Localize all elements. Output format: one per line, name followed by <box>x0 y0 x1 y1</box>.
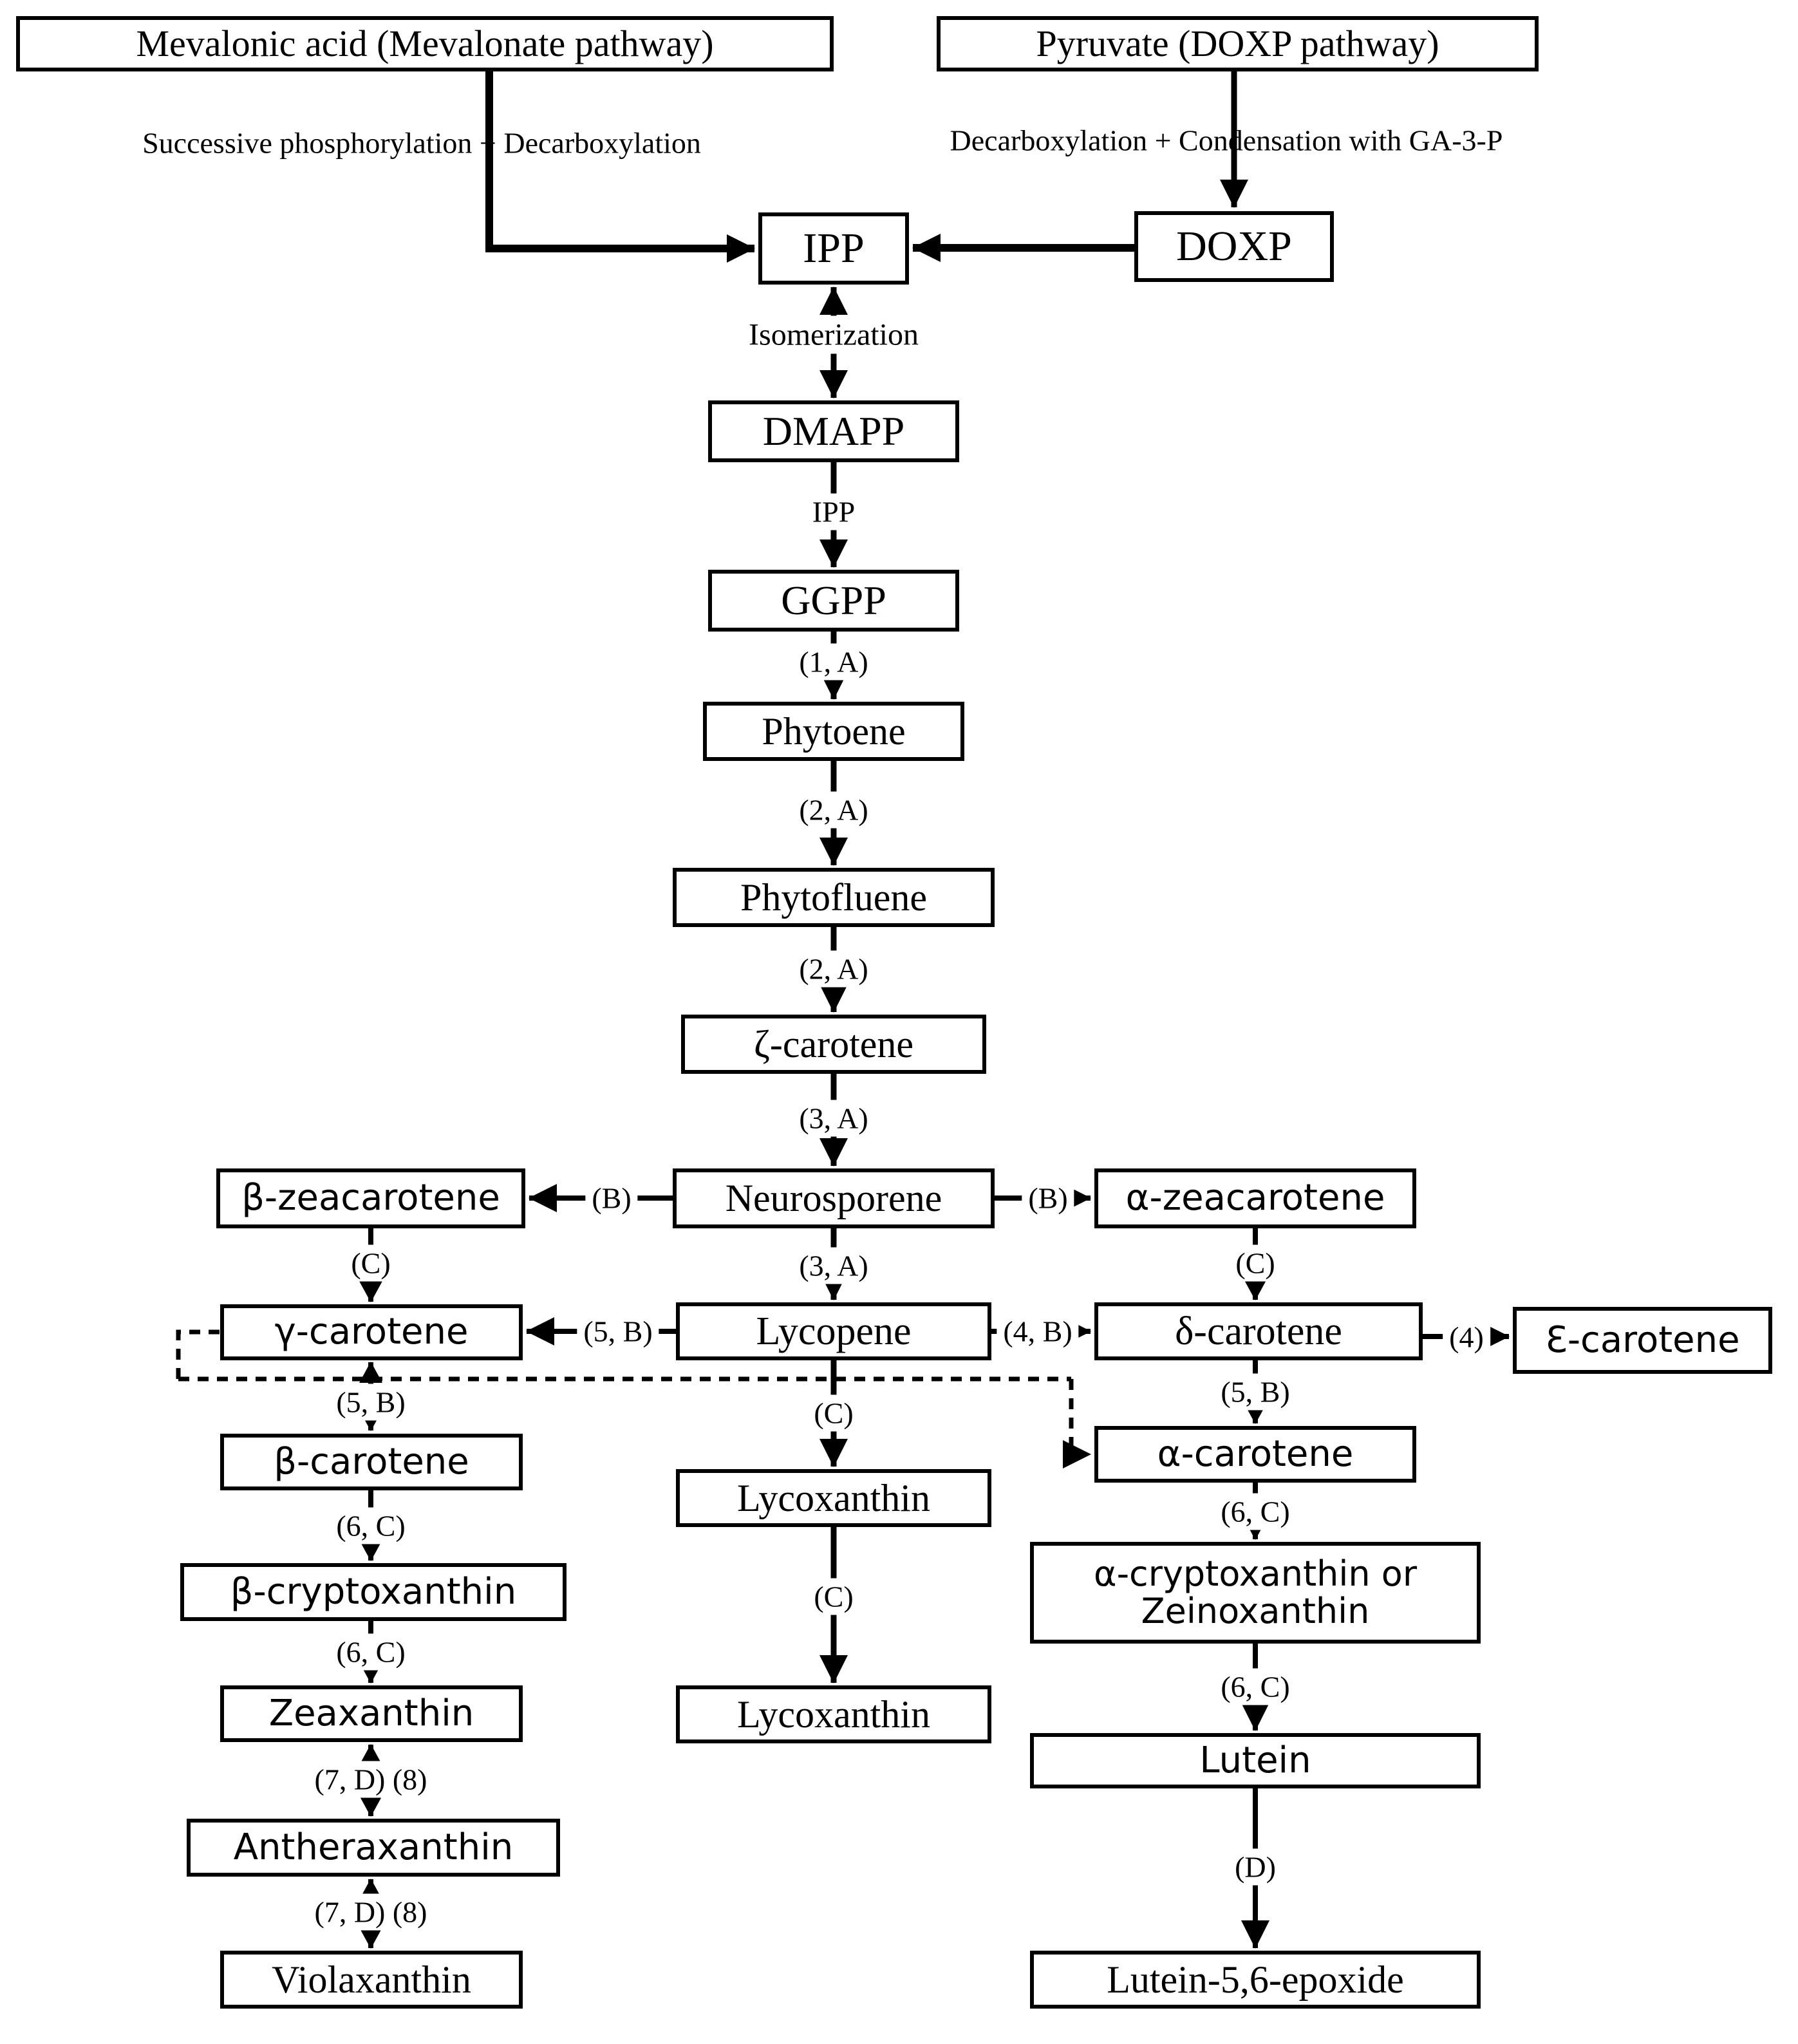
node-beta-zeacarotene: β-zeacarotene <box>216 1168 525 1228</box>
node-gamma-carotene: γ-carotene <box>220 1304 523 1360</box>
label-step-5b-lycopene: (5, B) <box>577 1313 659 1350</box>
node-phytoene: Phytoene <box>703 702 964 761</box>
node-ggpp: GGPP <box>708 570 959 632</box>
node-alpha-zeacarotene: α-zeacarotene <box>1094 1168 1416 1228</box>
label-step-3a-first: (3, A) <box>792 1100 875 1137</box>
label-decarboxylation-condensation: Decarboxylation + Condensation with GA-3… <box>950 124 1503 157</box>
label-step-c-lycoxanthin-second: (C) <box>807 1578 860 1615</box>
node-lycopene: Lycopene <box>676 1302 991 1360</box>
label-step-2a-second: (2, A) <box>792 950 875 988</box>
node-beta-carotene: β-carotene <box>220 1434 523 1490</box>
node-dmapp: DMAPP <box>708 400 959 462</box>
node-zeta-carotene: ζ-carotene <box>681 1015 986 1074</box>
label-step-c-beta-zea: (C) <box>344 1244 397 1282</box>
node-lutein-5-6-epoxide: Lutein-5,6-epoxide <box>1030 1951 1481 2009</box>
dashed-arrow-to-alpha-carotene <box>1063 1379 1091 1468</box>
node-zeaxanthin: Zeaxanthin <box>220 1685 523 1742</box>
label-step-5b-delta: (5, B) <box>1214 1373 1297 1411</box>
label-step-d: (D) <box>1228 1848 1282 1886</box>
label-step-b-left: (B) <box>585 1179 638 1217</box>
label-step-6c-alpha-crypto: (6, C) <box>1214 1668 1297 1705</box>
label-step-4b: (4, B) <box>997 1313 1079 1350</box>
label-step-7d8-zeaxanthin: (7, D) (8) <box>308 1761 434 1798</box>
dashed-loop-to-gamma-carotene <box>176 1329 220 1379</box>
label-step-7d8-antheraxanthin: (7, D) (8) <box>308 1893 434 1931</box>
label-step-c-lycoxanthin-first: (C) <box>807 1394 860 1432</box>
label-step-b-right: (B) <box>1022 1179 1074 1217</box>
label-step-1a: (1, A) <box>792 643 875 680</box>
alpha-cryptoxanthin-line1: α-cryptoxanthin or <box>1093 1553 1418 1594</box>
label-step-2a-first: (2, A) <box>792 791 875 829</box>
node-alpha-cryptoxanthin-or-zeinoxanthin: α-cryptoxanthin or Zeinoxanthin <box>1030 1542 1481 1644</box>
label-step-3a-second: (3, A) <box>792 1247 875 1284</box>
label-ipp-cofactor: IPP <box>805 493 862 530</box>
node-ipp: IPP <box>758 212 909 285</box>
node-lutein: Lutein <box>1030 1733 1481 1788</box>
edge-mevalonic-to-ipp <box>485 71 755 263</box>
label-step-c-alpha-zea: (C) <box>1229 1244 1282 1282</box>
node-delta-carotene: δ-carotene <box>1094 1302 1423 1360</box>
label-step-6c-alpha-carotene: (6, C) <box>1214 1493 1297 1530</box>
label-isomerization: Isomerization <box>742 315 925 354</box>
node-mevalonic-acid: Mevalonic acid (Mevalonate pathway) <box>16 16 834 71</box>
label-step-6c-beta-crypto: (6, C) <box>330 1633 412 1671</box>
node-lycoxanthin-second: Lycoxanthin <box>676 1685 991 1743</box>
label-step-4: (4) <box>1443 1318 1490 1356</box>
label-step-6c-beta-carotene: (6, C) <box>330 1507 412 1544</box>
node-epsilon-carotene: Ɛ-carotene <box>1513 1307 1772 1374</box>
node-neurosporene: Neurosporene <box>673 1168 995 1228</box>
node-doxp: DOXP <box>1134 211 1334 282</box>
node-antheraxanthin: Antheraxanthin <box>187 1819 560 1877</box>
alpha-cryptoxanthin-line2: Zeinoxanthin <box>1141 1591 1370 1631</box>
node-violaxanthin: Violaxanthin <box>220 1951 523 2009</box>
node-lycoxanthin-first: Lycoxanthin <box>676 1469 991 1527</box>
node-phytofluene: Phytofluene <box>673 868 995 927</box>
node-beta-cryptoxanthin: β-cryptoxanthin <box>180 1563 567 1621</box>
label-step-5b-gamma: (5, B) <box>330 1383 412 1421</box>
node-pyruvate: Pyruvate (DOXP pathway) <box>937 16 1539 71</box>
label-successive-phosphorylation: Successive phosphorylation + Decarboxyla… <box>142 126 701 160</box>
node-alpha-carotene: α-carotene <box>1094 1426 1416 1483</box>
